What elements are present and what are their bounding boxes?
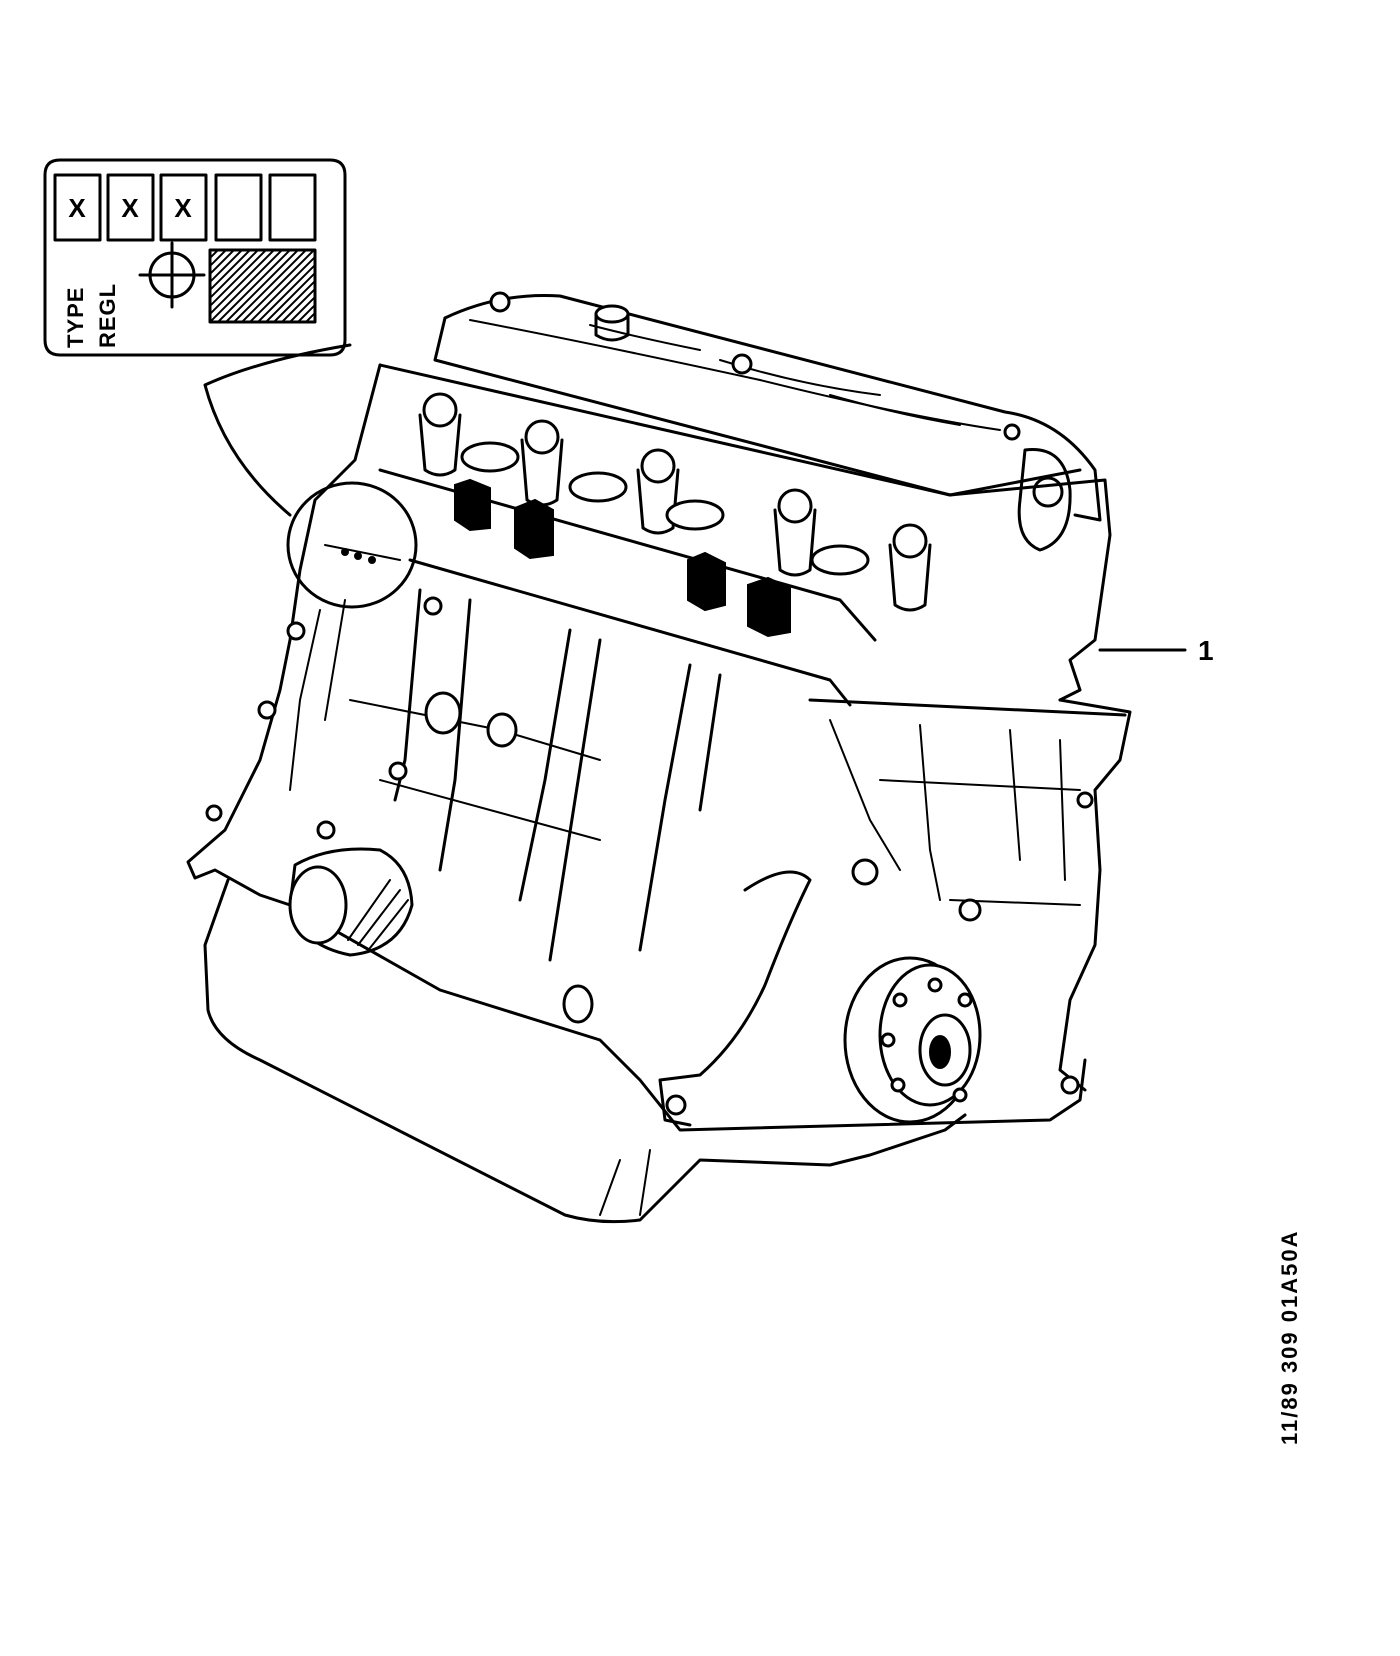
reference-code: 11/89 309 01A50A — [1277, 1230, 1302, 1446]
oil-filter — [288, 847, 414, 957]
hatch-line — [249, 255, 315, 322]
hatch-line — [233, 250, 307, 322]
hatched-square-icon — [208, 248, 394, 324]
hatch-line — [210, 250, 227, 268]
hatch-line — [210, 250, 251, 292]
hatch-line — [210, 250, 283, 322]
hatch-line — [313, 319, 315, 322]
label-plate: X X X TYPE REGL — [43, 158, 394, 517]
plate-box-4 — [214, 173, 263, 242]
callout-label-1: 1 — [1198, 635, 1214, 666]
hatch-line — [210, 250, 259, 300]
crosshair-icon — [138, 241, 206, 309]
hatch-line — [241, 250, 315, 322]
spark-plug-towers — [418, 392, 932, 612]
plate-box-2-mark: X — [121, 193, 139, 223]
hatch-line — [289, 295, 315, 322]
plate-box-1 — [53, 173, 102, 242]
engine-block — [186, 291, 1187, 1224]
oil-sump — [203, 878, 967, 1224]
plate-box-5 — [268, 173, 317, 242]
hatch-line — [210, 250, 235, 276]
plate-regl-label: REGL — [95, 283, 120, 348]
hatch-line — [305, 311, 315, 322]
hatch-line — [281, 287, 315, 322]
plate-box-3 — [159, 173, 208, 242]
exhaust-ports — [454, 478, 791, 638]
plate-box-2 — [106, 173, 155, 242]
hatch-line — [322, 250, 394, 322]
hatch-line — [297, 303, 315, 322]
detail-circle — [286, 481, 418, 609]
hatch-line — [210, 250, 275, 316]
hatch-line — [210, 250, 211, 252]
hatch-line — [217, 250, 291, 322]
plate-leader-line — [203, 343, 352, 517]
crankshaft-hub — [843, 956, 982, 1124]
plate-type-label: TYPE — [63, 287, 88, 348]
plate-box-1-mark: X — [68, 193, 86, 223]
hatch-line — [210, 250, 243, 284]
hatch-line — [257, 263, 315, 322]
hatch-line — [210, 250, 267, 308]
hatch-line — [225, 250, 299, 322]
plate-box-3-mark: X — [174, 193, 192, 223]
hatch-line — [273, 279, 315, 322]
hatch-line — [265, 271, 315, 322]
